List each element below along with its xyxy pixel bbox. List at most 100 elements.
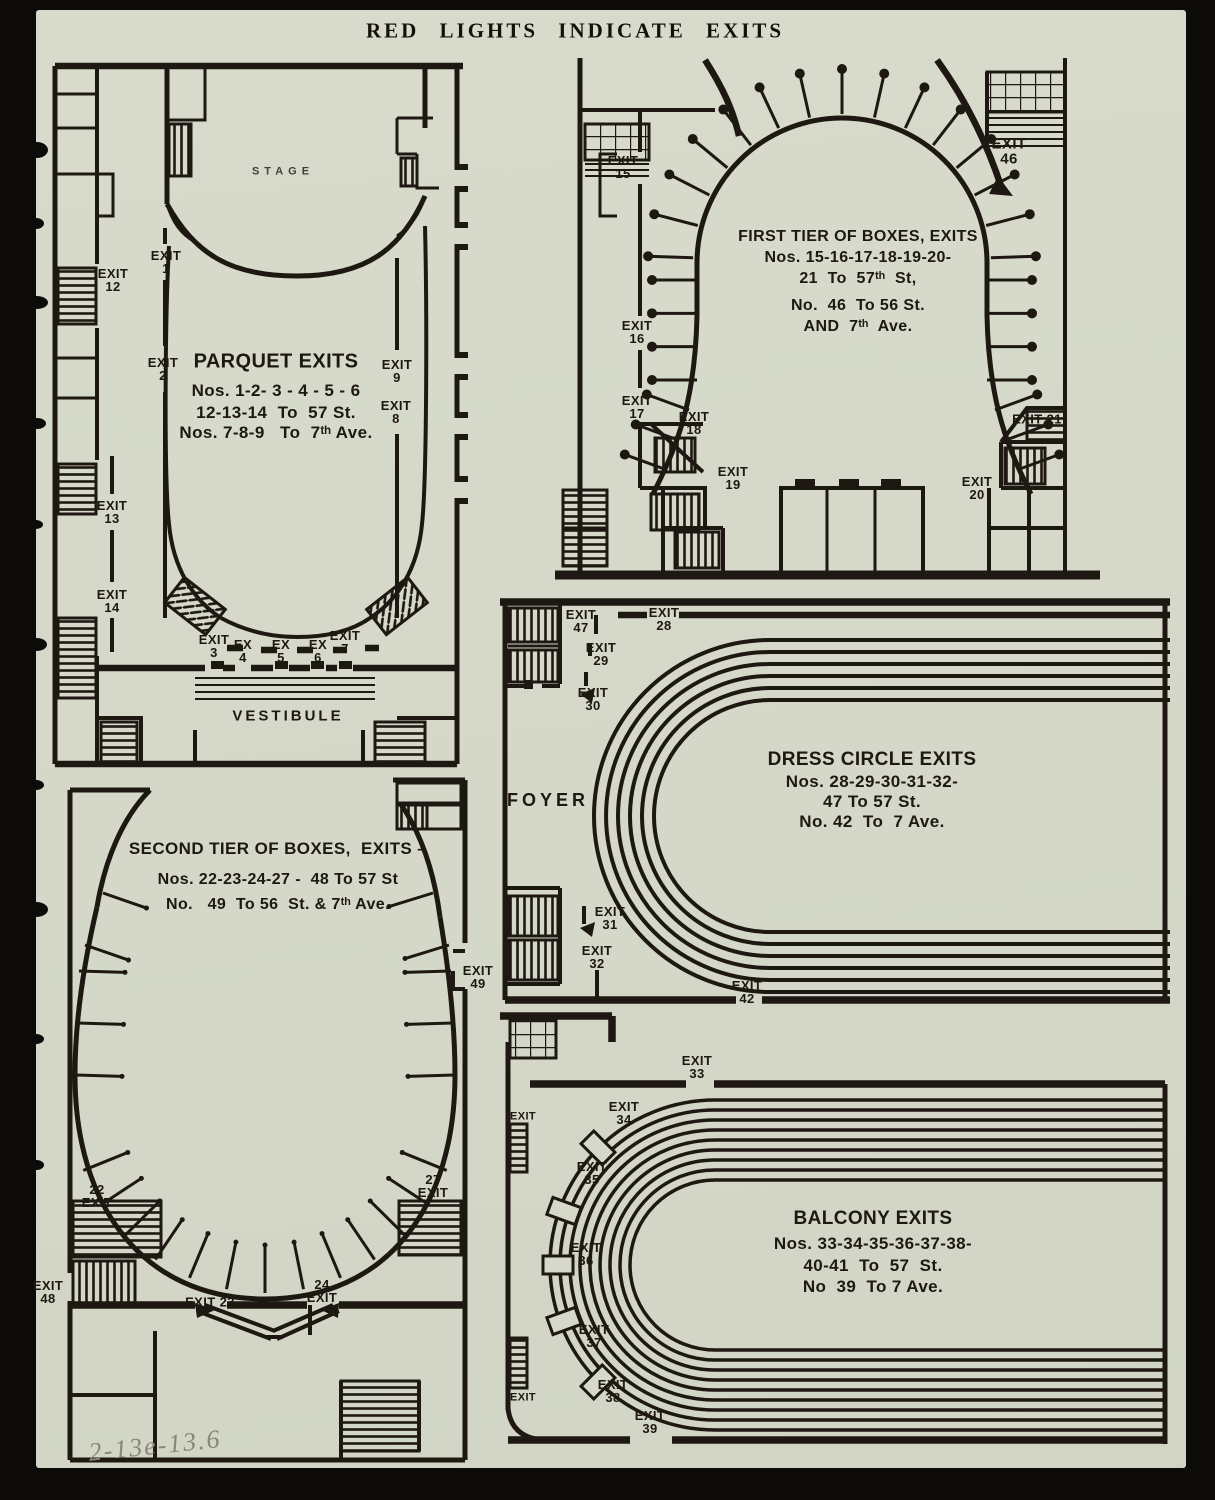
exit-46-label: EXIT 46 xyxy=(991,135,1027,168)
box-partitions xyxy=(647,275,697,385)
balcony-plan-drawing xyxy=(500,1012,1168,1444)
second-tier-plan-drawing xyxy=(67,777,468,1463)
exit-13-label: EXIT 13 xyxy=(96,497,128,526)
wall-exit-upper-label: EXIT xyxy=(509,1110,537,1123)
paper-tear-mark xyxy=(25,902,48,917)
balcony-caption-line: 40-41 To 57 St. xyxy=(803,1256,943,1275)
dress-circle-caption-line: No. 42 To 7 Ave. xyxy=(799,812,945,831)
stairs xyxy=(71,1259,137,1305)
stairs xyxy=(167,122,193,178)
exit-door-38 xyxy=(578,1362,618,1402)
first-tier-caption-title: FIRST TIER OF BOXES, EXITS xyxy=(738,228,978,245)
box-partitions xyxy=(386,891,450,962)
dress-circle-caption-line: Nos. 28-29-30-31-32- xyxy=(785,772,959,791)
exit-19-label: EXIT 19 xyxy=(717,463,749,492)
stairs xyxy=(583,122,651,162)
exit-33-label: EXIT 33 xyxy=(681,1052,713,1081)
exit-31-label: EXIT 31 xyxy=(594,903,626,932)
exit-2-label: EXIT 2 xyxy=(147,354,179,383)
exit-32-label: EXIT 32 xyxy=(581,942,613,971)
foyer-label: FOYER xyxy=(506,789,590,810)
door-ticks xyxy=(457,164,468,504)
exit-35-label: EXIT 35 xyxy=(576,1158,608,1187)
first-tier-caption-line: Nos. 15-16-17-18-19-20- xyxy=(764,249,952,266)
stairs xyxy=(71,1199,163,1259)
corner-stairs xyxy=(162,575,228,637)
exit-27-label: 27 EXIT xyxy=(417,1171,449,1200)
paper-tear-mark xyxy=(29,1160,44,1170)
exit-21-label: EXIT 21 xyxy=(1012,411,1062,427)
paper-tear-mark xyxy=(28,218,44,229)
exit-8-label: EXIT 8 xyxy=(380,397,412,426)
paper-tear-mark xyxy=(28,1034,44,1044)
stairs xyxy=(649,492,701,532)
exit-20-label: EXIT 20 xyxy=(961,473,993,502)
exit-28-label: EXIT 28 xyxy=(648,604,680,633)
parquet-caption-line: Nos. 7-8-9 To 7ᵗʰ Ave. xyxy=(179,423,373,442)
box-partitions xyxy=(84,891,149,963)
exit-17-label: EXIT 17 xyxy=(621,392,653,421)
paper-tear-mark xyxy=(29,520,43,529)
stairs xyxy=(397,1199,463,1257)
exit-47-label: EXIT 47 xyxy=(565,606,597,635)
dress-circle-caption-title: DRESS CIRCLE EXITS xyxy=(767,749,977,770)
exit-39-label: EXIT 39 xyxy=(634,1407,666,1436)
stairs xyxy=(508,1122,529,1174)
parquet-caption-title: PARQUET EXITS xyxy=(193,350,359,373)
exit-door-34 xyxy=(578,1128,618,1168)
exit-door-36 xyxy=(541,1254,575,1276)
stairs xyxy=(339,1379,421,1453)
balcony-caption-line: Nos. 33-34-35-36-37-38- xyxy=(773,1234,973,1253)
stairs xyxy=(653,436,697,474)
stairs xyxy=(506,648,560,684)
stage-label: STAGE xyxy=(251,165,315,178)
stairs xyxy=(56,266,98,326)
stairs xyxy=(506,894,560,938)
paper-tear-mark xyxy=(26,142,48,158)
balcony-caption-title: BALCONY EXITS xyxy=(793,1208,953,1229)
first-tier-caption-line: AND 7ᵗʰ Ave. xyxy=(803,318,913,335)
exit-18-label: EXIT 18 xyxy=(678,408,710,437)
exit-14-label: EXIT 14 xyxy=(96,586,128,615)
exit-15-label: EXIT 15 xyxy=(607,152,639,181)
exit-48-label: EXIT 48 xyxy=(32,1277,64,1306)
exit-door-35 xyxy=(544,1195,584,1227)
first-tier-caption-line: No. 46 To 56 St. xyxy=(790,297,926,314)
exit-9-label: EXIT 9 xyxy=(381,356,413,385)
exit-1-label: EXIT 1 xyxy=(150,247,182,276)
stairs xyxy=(508,1018,558,1060)
dress-circle-plan-drawing xyxy=(500,598,1170,1004)
exit-42-label: EXIT 42 xyxy=(731,977,763,1006)
exit-16-label: EXIT 16 xyxy=(621,317,653,346)
second-tier-caption-line: No. 49 To 56 St. & 7ᵗʰ Ave. xyxy=(166,896,390,913)
second-tier-caption-line: Nos. 22-23-24-27 - 48 To 57 St xyxy=(157,871,399,888)
paper-tear-mark xyxy=(25,296,48,309)
paper-tear-mark xyxy=(28,418,46,429)
exit-34-label: EXIT 34 xyxy=(608,1098,640,1127)
exit-37-label: EXIT 37 xyxy=(578,1321,610,1350)
parquet-caption-line: 12-13-14 To 57 St. xyxy=(196,403,356,422)
stairs xyxy=(56,462,98,516)
exit-6-label: EX 6 xyxy=(308,636,328,665)
exit-23-label: EXIT 23 xyxy=(185,1294,235,1310)
exit-door-37 xyxy=(544,1305,584,1337)
exit-24-label: 24 EXIT xyxy=(306,1276,338,1305)
first-tier-caption-line: 21 To 57ᵗʰ St, xyxy=(799,270,917,287)
exit-4-label: EX 4 xyxy=(233,636,253,665)
parquet-caption-line: Nos. 1-2- 3 - 4 - 5 - 6 xyxy=(191,381,361,400)
stairs xyxy=(673,530,721,570)
paper-tear-mark xyxy=(28,780,44,790)
exit-5-label: EX 5 xyxy=(271,636,291,665)
stairs xyxy=(506,606,560,644)
exit-12-label: EXIT 12 xyxy=(97,265,129,294)
page-title: RED LIGHTS INDICATE EXITS xyxy=(365,18,785,43)
exit-29-label: EXIT 29 xyxy=(585,639,617,668)
parquet-plan-drawing xyxy=(52,62,468,768)
paper-tear-mark xyxy=(26,638,47,651)
exit-7-label: EXIT 7 xyxy=(329,627,361,656)
second-tier-caption-title: SECOND TIER OF BOXES, EXITS – xyxy=(128,839,428,858)
box-partitions xyxy=(643,64,1041,262)
exit-36-label: EXIT 36 xyxy=(570,1239,602,1268)
first-tier-plan-drawing xyxy=(555,58,1100,580)
